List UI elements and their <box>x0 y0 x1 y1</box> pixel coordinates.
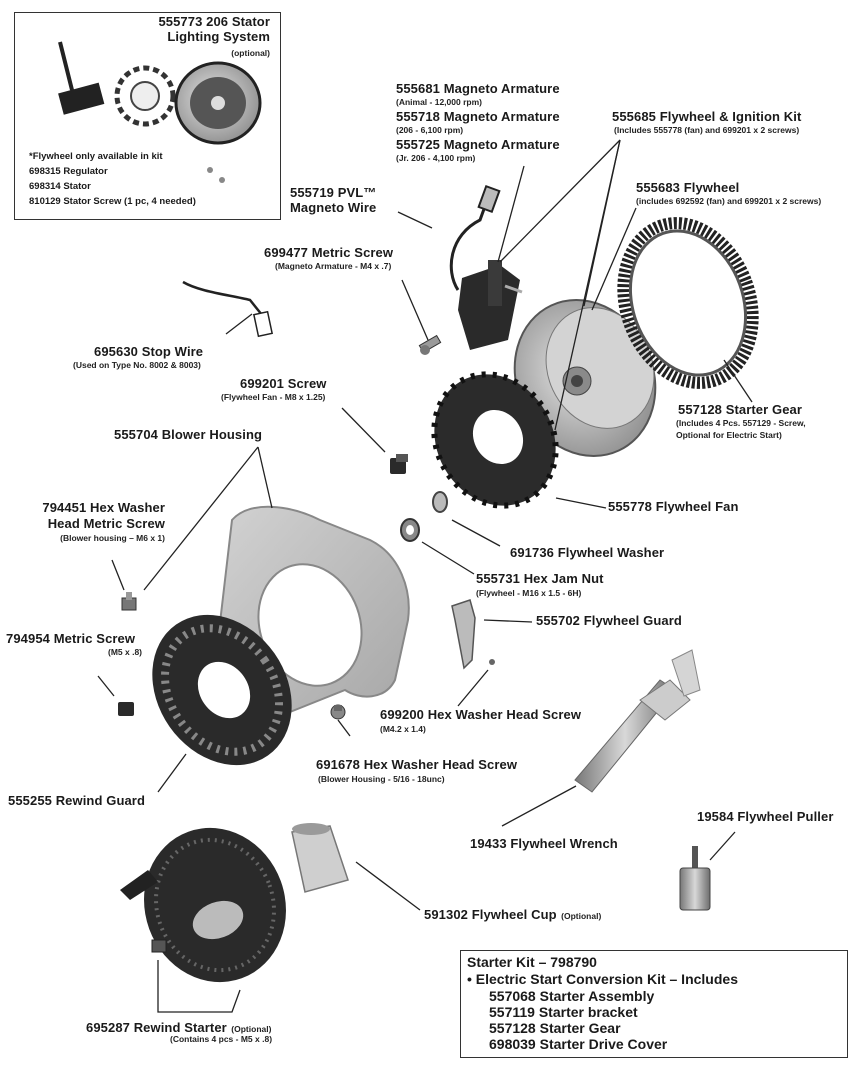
flywheel-art <box>513 299 657 457</box>
label-794451-sub: (Blower housing – M6 x 1) <box>60 533 165 543</box>
rewind-starter-screw-art <box>151 939 167 953</box>
label-555718: 555718 Magneto Armature <box>396 109 560 124</box>
label-699201-sub: (Flywheel Fan - M8 x 1.25) <box>221 392 326 402</box>
armature-screw-art <box>418 334 442 355</box>
stator-kit-screw: 810129 Stator Screw (1 pc, 4 needed) <box>29 196 196 207</box>
label-555725: 555725 Magneto Armature <box>396 137 560 152</box>
label-699200-sub: (M4.2 x 1.4) <box>380 724 426 734</box>
label-699201: 699201 Screw <box>240 376 327 391</box>
label-19433: 19433 Flywheel Wrench <box>470 836 618 851</box>
stator-kit-regulator: 698315 Regulator <box>29 166 108 177</box>
label-794954: 794954 Metric Screw <box>6 631 136 646</box>
rewind-starter-art <box>120 827 286 983</box>
label-557128-sub1: (Includes 4 Pcs. 557129 - Screw, <box>676 418 806 428</box>
flywheel-wrench-art <box>574 649 701 793</box>
flywheel-fan-art <box>431 371 559 509</box>
guard-screw-art <box>489 659 495 665</box>
starter-kit-box: Starter Kit – 798790 • Electric Start Co… <box>460 950 848 1058</box>
label-699477-sub: (Magneto Armature - M4 x .7) <box>275 261 392 271</box>
flywheel-washer-art <box>432 491 448 513</box>
starter-kit-bullet: • Electric Start Conversion Kit – Includ… <box>467 971 738 987</box>
rewind-guard-art <box>152 614 292 766</box>
label-695630-sub: (Used on Type No. 8002 & 8003) <box>73 360 201 370</box>
stator-lighting-system-art <box>58 41 262 183</box>
label-555683-sub: (includes 692592 (fan) and 699201 x 2 sc… <box>636 196 822 206</box>
fan-screw-art <box>390 454 408 474</box>
label-555685: 555685 Flywheel & Ignition Kit <box>612 109 802 124</box>
label-691678: 691678 Hex Washer Head Screw <box>316 757 518 772</box>
starter-kit-title: Starter Kit – 798790 <box>467 954 597 970</box>
label-691678-sub: (Blower Housing - 5/16 - 18unc) <box>318 774 445 784</box>
label-591302-opt: (Optional) <box>561 911 602 921</box>
label-695630: 695630 Stop Wire <box>94 344 204 359</box>
starter-kit-item: 698039 Starter Drive Cover <box>489 1036 668 1052</box>
metric-screw-art <box>118 702 134 716</box>
leader-lines <box>97 139 753 1013</box>
label-691736: 691736 Flywheel Washer <box>510 545 665 560</box>
label-555719-2: Magneto Wire <box>290 200 377 215</box>
label-557128-sub2: Optional for Electric Start) <box>676 430 782 440</box>
magneto-armature-art <box>458 260 523 350</box>
label-695287-opt: (Optional) <box>231 1024 272 1034</box>
label-555685-sub: (Includes 555778 (fan) and 699201 x 2 sc… <box>614 125 800 135</box>
flywheel-puller-art <box>679 846 711 911</box>
stator-kit-note: *Flywheel only available in kit <box>29 151 163 162</box>
label-695287-sub: (Contains 4 pcs - M5 x .8) <box>170 1034 273 1044</box>
flywheel-guard-art <box>451 599 476 670</box>
stop-wire-art <box>182 280 274 338</box>
label-557128: 557128 Starter Gear <box>678 402 803 417</box>
label-699200: 699200 Hex Washer Head Screw <box>380 707 582 722</box>
stator-kit-inset: 555773 206 Stator Lighting System (optio… <box>14 12 281 220</box>
blower-housing-screw-art <box>121 592 137 611</box>
label-555731: 555731 Hex Jam Nut <box>476 571 604 586</box>
label-19584: 19584 Flywheel Puller <box>697 809 834 824</box>
label-555683: 555683 Flywheel <box>636 180 740 195</box>
starter-kit-item: 557128 Starter Gear <box>489 1020 621 1036</box>
label-591302: 591302 Flywheel Cup (Optional) <box>424 906 601 924</box>
label-591302-name: 591302 Flywheel Cup <box>424 907 557 922</box>
label-794954-sub: (M5 x .8) <box>108 647 143 657</box>
label-555731-sub: (Flywheel - M16 x 1.5 - 6H) <box>476 588 582 598</box>
stator-kit-title: 555773 206 Stator <box>158 14 270 29</box>
label-555725-sub: (Jr. 206 - 4,100 rpm) <box>396 153 476 163</box>
label-555702: 555702 Flywheel Guard <box>536 613 682 628</box>
label-695287-name: 695287 Rewind Starter <box>86 1020 227 1035</box>
blower-housing-bolt-art <box>330 704 346 720</box>
label-555778: 555778 Flywheel Fan <box>608 499 739 514</box>
hex-jam-nut-art <box>400 518 420 542</box>
label-555719: 555719 PVL™ <box>290 185 377 200</box>
label-699477: 699477 Metric Screw <box>264 245 394 260</box>
label-555681-sub: (Animal - 12,000 rpm) <box>396 97 482 107</box>
label-794451-2: Head Metric Screw <box>47 516 165 531</box>
label-555681: 555681 Magneto Armature <box>396 81 560 96</box>
flywheel-cup-art <box>291 823 349 893</box>
starter-kit-item: 557068 Starter Assembly <box>489 988 655 1004</box>
magneto-wire-art <box>449 197 490 291</box>
stator-kit-stator: 698314 Stator <box>29 181 91 192</box>
label-555704: 555704 Blower Housing <box>114 427 263 442</box>
label-555255: 555255 Rewind Guard <box>8 793 146 808</box>
label-695287: 695287 Rewind Starter (Optional) <box>86 1019 271 1037</box>
label-794451: 794451 Hex Washer <box>42 500 165 515</box>
stator-kit-title-2: Lighting System <box>167 29 270 44</box>
starter-kit-item: 557119 Starter bracket <box>489 1004 638 1020</box>
stator-kit-optional: (optional) <box>231 48 270 58</box>
label-555718-sub: (206 - 6,100 rpm) <box>396 125 464 135</box>
